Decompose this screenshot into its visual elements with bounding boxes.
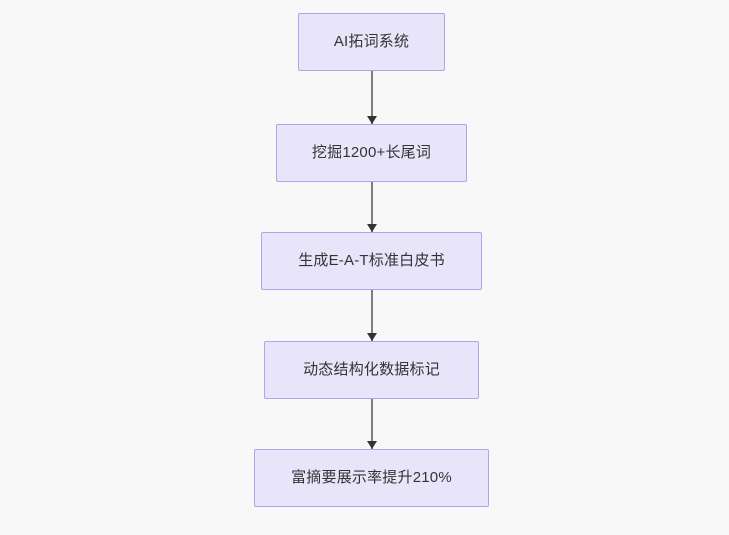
edge-n1-n2: [367, 71, 377, 124]
flow-node-label: 富摘要展示率提升210%: [291, 469, 452, 486]
flow-node-mine-longtail-keywords[interactable]: 挖掘1200+长尾词: [276, 124, 467, 182]
flow-node-dynamic-structured-data-markup[interactable]: 动态结构化数据标记: [264, 341, 479, 399]
arrowhead-icon: [367, 224, 377, 232]
arrowhead-icon: [367, 333, 377, 341]
flow-node-generate-eat-whitepaper[interactable]: 生成E-A-T标准白皮书: [261, 232, 482, 290]
edge-line: [371, 71, 373, 124]
flow-node-ai-keyword-system[interactable]: AI拓词系统: [298, 13, 445, 71]
flow-node-label: 动态结构化数据标记: [303, 361, 440, 378]
flow-node-label: AI拓词系统: [333, 33, 410, 50]
arrowhead-icon: [367, 116, 377, 124]
flow-node-rich-snippet-rate-increase[interactable]: 富摘要展示率提升210%: [254, 449, 489, 507]
edge-n3-n4: [367, 290, 377, 341]
edge-line: [371, 182, 373, 232]
edge-line: [371, 399, 373, 449]
arrowhead-icon: [367, 441, 377, 449]
edge-line: [371, 290, 373, 341]
flow-node-label: 生成E-A-T标准白皮书: [298, 252, 445, 269]
edge-n2-n3: [367, 182, 377, 232]
edge-n4-n5: [367, 399, 377, 449]
flow-node-label: 挖掘1200+长尾词: [311, 144, 432, 161]
